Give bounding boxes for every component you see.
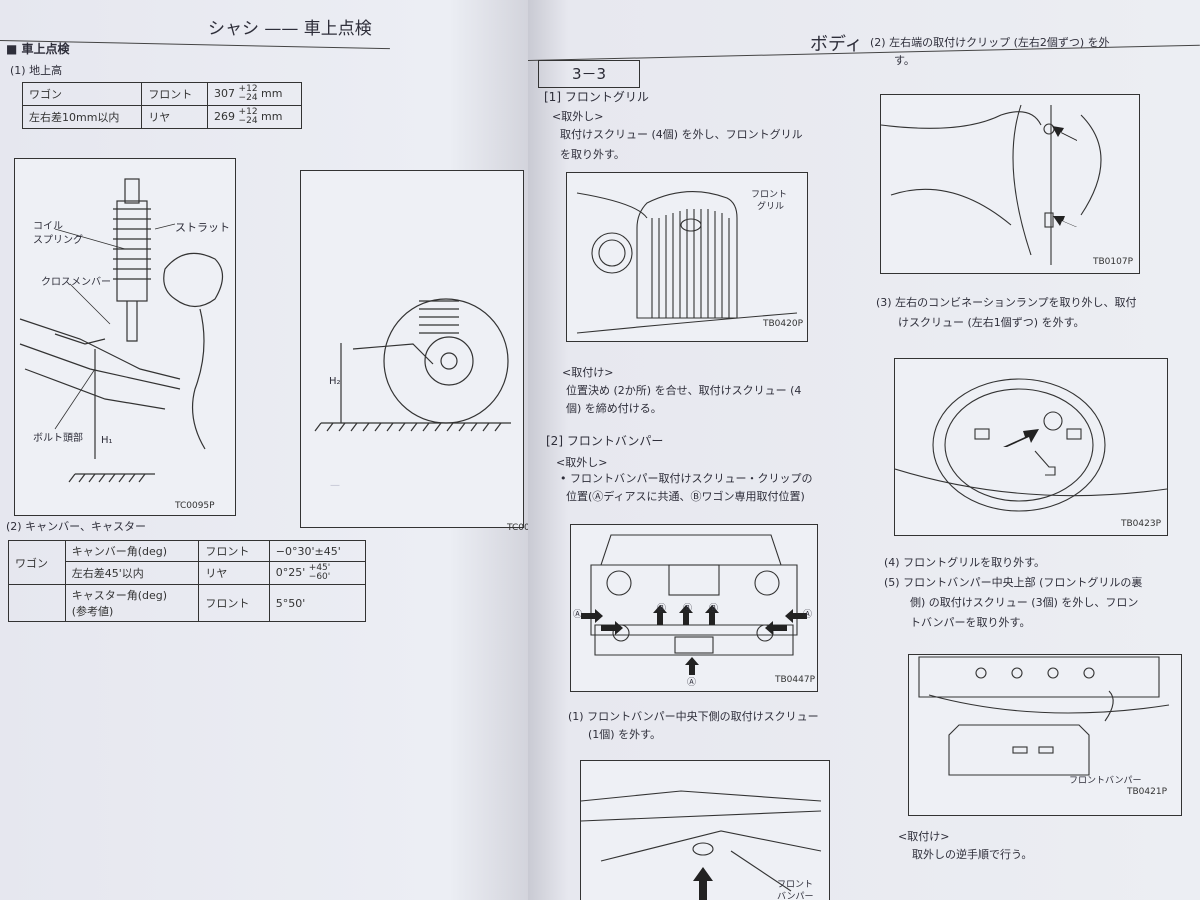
clip-figure-code: TB0107P	[1093, 257, 1134, 267]
grille-removal-text-2: を取り外す。	[560, 148, 625, 161]
camber-tolerance: 左右差45'以内	[64, 561, 200, 585]
ride-rear-label: リヤ	[141, 105, 209, 129]
h2-label: H₂	[329, 376, 341, 387]
marker-a-left: Ⓐ	[573, 610, 583, 620]
lamp-figure-code: TB0423P	[1121, 519, 1162, 529]
grille-removal-text-1: 取付けスクリュー (4個) を外し、フロントグリル	[560, 128, 803, 141]
marker-a-bottom: Ⓐ	[687, 678, 697, 688]
grille-diagram	[576, 191, 798, 334]
step3-text-1: (3) 左右のコンビネーションランプを取り外し、取付	[876, 296, 1137, 309]
marker-b-2: Ⓑ	[683, 604, 693, 614]
step5-text-1: (5) フロントバンパー中央上部 (フロントグリルの裏	[884, 576, 1143, 589]
right-header-title: ボディ	[810, 34, 863, 55]
bumper-bottom-diagram	[581, 790, 822, 900]
step1-text-2: (1個) を外す。	[588, 728, 661, 741]
wheel-figure-code: TC009P	[507, 523, 528, 533]
crossmember-label: クロスメンバー	[41, 277, 111, 288]
bolt-head-label: ボルト頭部	[33, 433, 83, 444]
strut-diagram	[19, 178, 224, 483]
bumper-figure-code: TB0447P	[775, 675, 816, 685]
left-page: シャシ —— 車上点検 ■ 車上点検 (1) 地上高 ワゴン フロント 307 …	[0, 0, 528, 900]
bumper-removal-tag: <取外し>	[556, 456, 608, 469]
camber-wagon-cell: ワゴン	[8, 540, 66, 585]
h1-label: H₁	[101, 435, 113, 446]
bumper-bottom-figure: フロント バンパー	[580, 760, 830, 900]
step4-text: (4) フロントグリルを取り外す。	[884, 556, 1045, 569]
grille-figure-code: TB0420P	[763, 319, 804, 329]
wheel-figure: H₂ TC009P	[300, 170, 528, 533]
step5-text-3: トバンパーを取り外す。	[910, 616, 1031, 629]
marker-a-right: Ⓐ	[803, 610, 813, 620]
marker-b-3: Ⓑ	[709, 604, 719, 614]
camber-rear-label: リヤ	[198, 561, 270, 585]
wheel-diagram	[314, 298, 511, 432]
strut-figure-code: TC0095P	[175, 501, 215, 511]
clip-diagram	[881, 104, 1102, 265]
camber-caster-table: ワゴン キャンバー角(deg) フロント −0°30'±45' 左右差45'以内…	[8, 540, 367, 622]
bumper-figure: Ⓐ Ⓐ Ⓑ Ⓑ Ⓑ Ⓐ TB0447P	[570, 524, 818, 692]
bumper-title: [2] フロントバンパー	[546, 434, 664, 448]
step1-text-1: (1) フロントバンパー中央下側の取付けスクリュー	[568, 710, 819, 723]
clip-figure: TB0107P	[880, 94, 1140, 274]
camber-label: キャンバー角(deg)	[64, 540, 200, 562]
grille-install-text-1: 位置決め (2か所) を合せ、取付けスクリュー (4	[566, 384, 802, 397]
grille-install-text-2: 個) を締め付ける。	[566, 402, 662, 415]
camber-front-value: −0°30'±45'	[268, 540, 367, 562]
bottom-label-1: フロント	[777, 880, 814, 890]
grille-label-2: グリル	[757, 202, 785, 212]
ride-height-subheading: (1) 地上高	[10, 64, 63, 77]
bumper-diagram	[581, 534, 807, 675]
upper-bumper-figure-code: TB0421P	[1127, 787, 1168, 797]
section-number-box: 3－3	[538, 60, 640, 88]
grille-title: [1] フロントグリル	[544, 90, 649, 104]
ride-tolerance-cell: 左右差10mm以内	[21, 105, 143, 129]
bumper-note-1: • フロントバンパー取付けスクリュー・クリップの	[560, 472, 813, 485]
coil-label: コイル	[33, 221, 63, 232]
upper-bumper-figure: フロントバンパー TB0421P	[908, 654, 1182, 816]
ride-front-label: フロント	[141, 82, 209, 106]
caster-value: 5°50'	[268, 584, 367, 622]
upper-bumper-diagram	[918, 656, 1170, 776]
ride-rear-value: 269 +12−24 mm	[207, 105, 302, 129]
lamp-figure: TB0423P	[894, 358, 1168, 536]
bottom-label-2: バンパー	[777, 892, 814, 900]
step2-text-1: (2) 左右端の取付けクリップ (左右2個ずつ) を外	[870, 36, 1110, 49]
final-install-text: 取外しの逆手順で行う。	[912, 848, 1033, 861]
step2-text-2: す。	[894, 54, 915, 67]
grille-label-1: フロント	[751, 190, 788, 200]
ride-wagon-cell: ワゴン	[21, 82, 143, 106]
bumper-note-2: 位置(Ⓐディアスに共通、Ⓑワゴン専用取付位置)	[566, 490, 805, 503]
step5-text-2: 側) の取付けスクリュー (3個) を外し、フロン	[910, 596, 1139, 609]
camber-rear-value: 0°25' +45'−60'	[268, 561, 367, 585]
caster-front-label: フロント	[198, 584, 270, 622]
grille-figure: フロント グリル TB0420P	[566, 172, 808, 342]
strut-figure: コイル スプリング ストラット クロスメンバー ボルト頭部 H₁ TC0095P	[14, 158, 236, 516]
upper-bumper-label: フロントバンパー	[1069, 776, 1142, 786]
marker-b-1: Ⓑ	[657, 604, 667, 614]
ride-front-value: 307 +12−24 mm	[207, 82, 302, 106]
left-header-title: シャシ —— 車上点検	[208, 19, 372, 39]
final-install-tag: <取付け>	[898, 830, 950, 843]
section-title: ■ 車上点検	[6, 42, 70, 56]
ride-height-table: ワゴン フロント 307 +12−24 mm 左右差10mm以内 リヤ 269 …	[21, 82, 302, 129]
grille-removal-tag: <取外し>	[552, 110, 604, 123]
caster-label: キャスター角(deg) (参考値)	[64, 584, 200, 622]
camber-subheading: (2) キャンバー、キャスター	[6, 520, 146, 533]
strut-label: ストラット	[175, 221, 230, 234]
grille-install-tag: <取付け>	[562, 366, 614, 379]
camber-front-label: フロント	[198, 540, 270, 562]
step3-text-2: けスクリュー (左右1個ずつ) を外す。	[898, 316, 1085, 329]
spring-label: スプリング	[33, 235, 83, 246]
right-page: ボディ 3－3 [1] フロントグリル <取外し> 取付けスクリュー (4個) …	[528, 0, 1200, 900]
lamp-diagram	[895, 378, 1167, 512]
